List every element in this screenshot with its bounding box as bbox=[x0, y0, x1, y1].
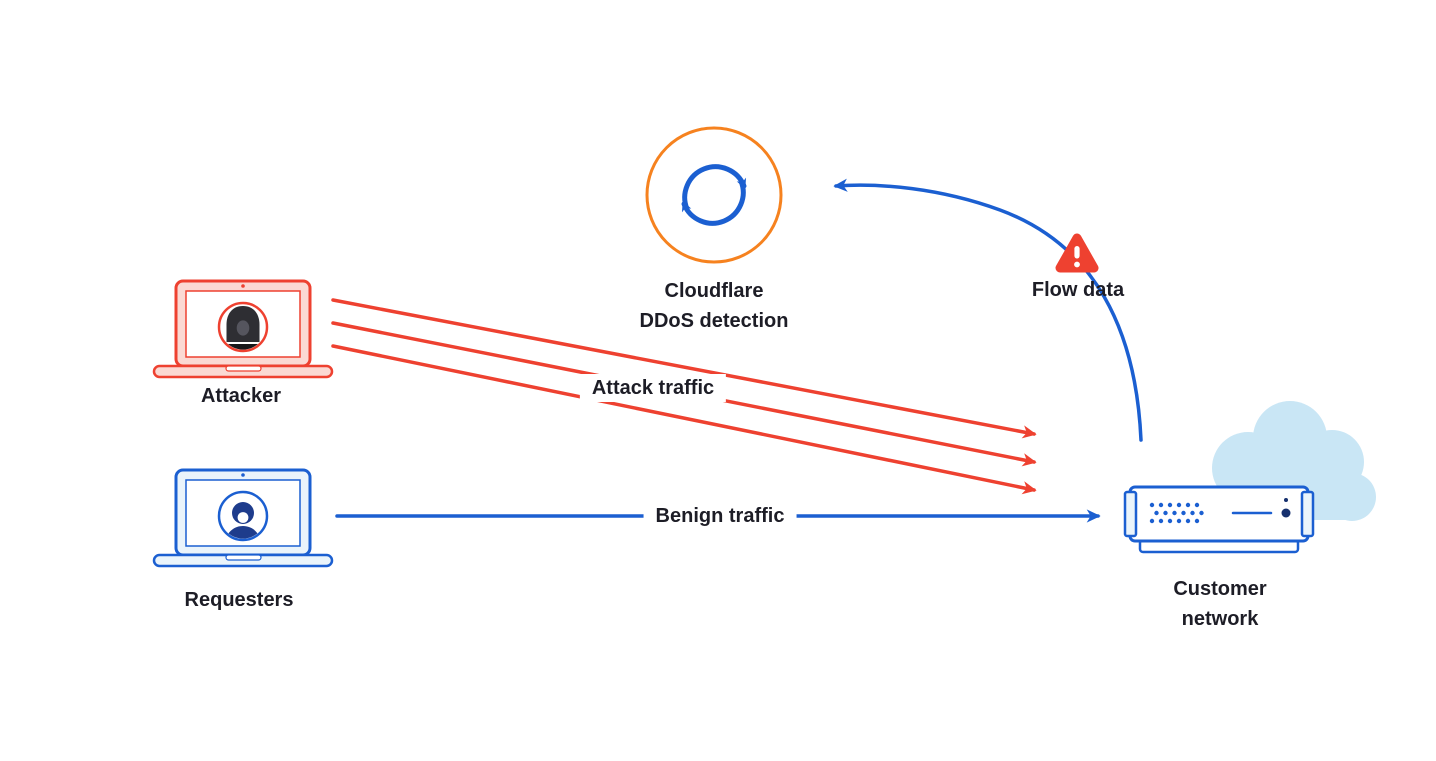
sync-arrows-icon bbox=[681, 164, 747, 226]
attacker-laptop-icon bbox=[152, 279, 334, 379]
benign-traffic-label: Benign traffic bbox=[643, 502, 797, 530]
requester-avatar bbox=[225, 502, 261, 539]
camera-dot bbox=[241, 473, 245, 477]
hooded-attacker-avatar bbox=[222, 306, 264, 350]
camera-dot bbox=[241, 284, 245, 288]
cloudflare-ddos-detection-label: Cloudflare DDoS detection bbox=[639, 280, 789, 332]
attacker-label: Attacker bbox=[200, 385, 282, 407]
customer-network-node bbox=[1123, 401, 1376, 554]
cloudflare-ddos-detection-node bbox=[645, 126, 783, 264]
server-icon bbox=[1123, 485, 1315, 554]
vent-dots bbox=[1149, 502, 1204, 524]
flow-data-arrow bbox=[833, 178, 1143, 442]
warning-triangle-icon bbox=[1055, 233, 1099, 273]
requesters-label: Requesters bbox=[184, 589, 294, 611]
requester-laptop-icon bbox=[152, 468, 334, 568]
attack-traffic-label: Attack traffic bbox=[579, 374, 727, 402]
flow-data-label: Flow data bbox=[1031, 279, 1125, 301]
customer-network-label: Customer network bbox=[1173, 578, 1267, 630]
